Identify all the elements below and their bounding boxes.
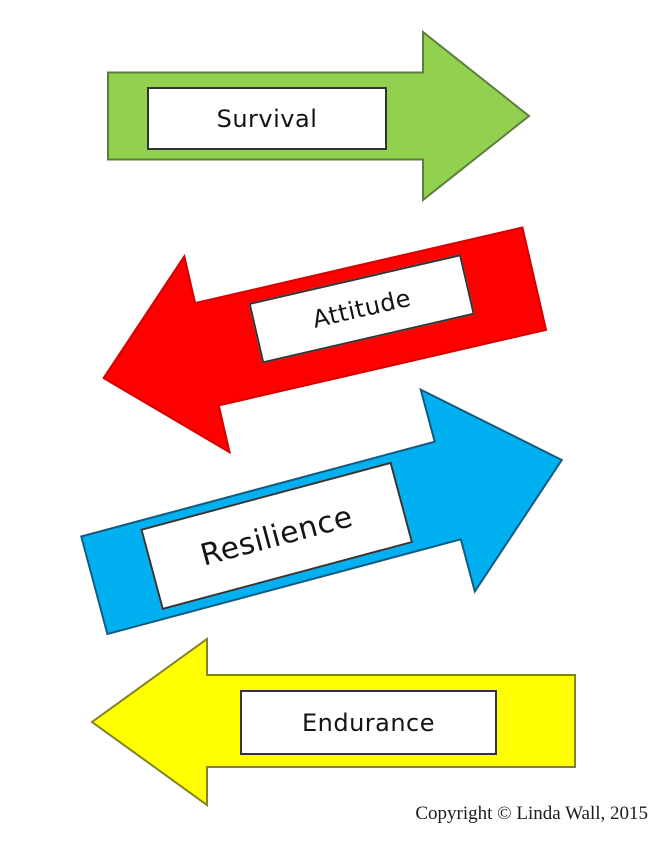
copyright-text: Copyright © Linda Wall, 2015 xyxy=(415,803,648,824)
attitude-arrow: Attitude xyxy=(79,179,559,479)
endurance-label-box: Endurance xyxy=(240,690,497,755)
resilience-arrow: Resilience xyxy=(66,357,592,689)
endurance-label: Endurance xyxy=(301,708,436,737)
survival-label: Survival xyxy=(216,104,318,133)
attitude-label: Attitude xyxy=(309,283,414,334)
endurance-arrow: Endurance xyxy=(90,637,576,807)
survival-label-box: Survival xyxy=(147,87,387,150)
survival-arrow: Survival xyxy=(107,30,531,202)
resilience-label: Resilience xyxy=(196,498,357,573)
